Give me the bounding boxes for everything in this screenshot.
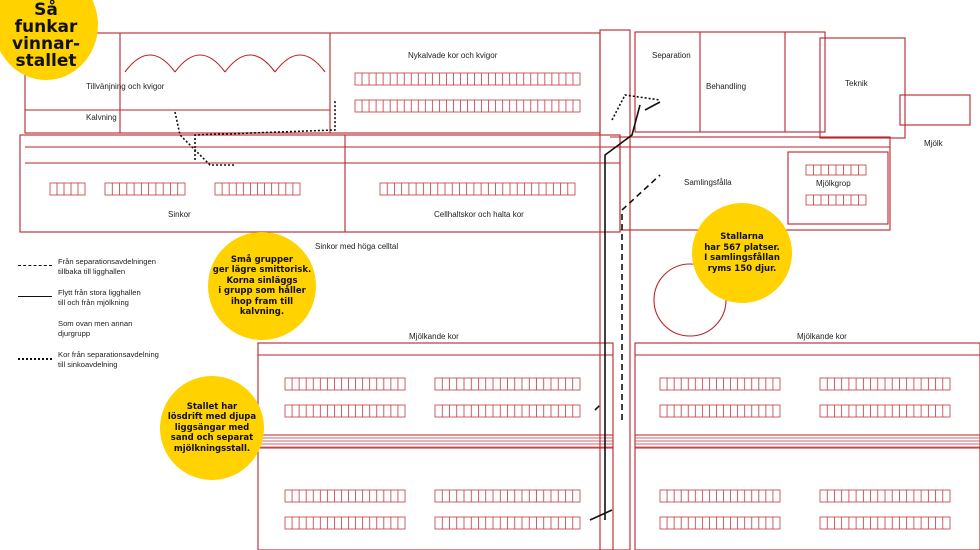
route-solid — [644, 101, 661, 111]
route-dotted — [174, 111, 235, 166]
room-label-samlingsfalla: Samlingsfålla — [684, 178, 732, 187]
stall-row — [659, 489, 781, 503]
callout-losdrift-text: Stallet har lösdrift med djupa liggsänga… — [167, 401, 257, 454]
legend-line-dashed — [18, 265, 52, 266]
room-label-mjolkgrop: Mjölkgrop — [816, 179, 851, 188]
callout-small-groups-text: Små grupper ger lägre smittorisk. Korna … — [212, 254, 312, 318]
stall-row — [284, 377, 406, 391]
building-wall — [787, 151, 889, 225]
building-wall — [19, 134, 621, 233]
room-label-mjolkande-right: Mjölkande kor — [797, 332, 847, 341]
building-wall — [899, 94, 971, 126]
route-legend: Från separationsavdelningen tillbaka til… — [18, 256, 218, 380]
room-label-mjolk: Mjölk — [924, 139, 943, 148]
legend-line-solid — [18, 296, 52, 297]
callout-small-groups: Små grupper ger lägre smittorisk. Korna … — [208, 232, 316, 340]
building-wall — [634, 342, 980, 550]
legend-text: Från separationsavdelningen tillbaka til… — [58, 257, 156, 276]
stall-row — [284, 404, 406, 418]
building-wall — [634, 31, 826, 133]
legend-text: Flytt från stora ligghallen till och frå… — [58, 288, 141, 307]
route-longdash — [594, 404, 601, 411]
arch — [124, 54, 176, 73]
stall-row — [49, 182, 86, 196]
legend-line-dotted — [18, 358, 52, 360]
room-label-cellhaltskor: Cellhaltskor och halta kor — [434, 210, 524, 219]
stall-row — [659, 404, 781, 418]
legend-text: Kor från separationsavdelning till sinko… — [58, 350, 159, 369]
stall-row — [659, 516, 781, 530]
building-wall — [257, 342, 614, 550]
room-label-teknik: Teknik — [845, 79, 868, 88]
room-label-nykalvade: Nykalvade kor och kvigor — [408, 51, 498, 60]
legend-item-solid: Flytt från stora ligghallen till och frå… — [18, 287, 218, 314]
callout-losdrift: Stallet har lösdrift med djupa liggsänga… — [160, 376, 264, 480]
arch — [174, 54, 226, 73]
stall-row — [284, 489, 406, 503]
route-solid — [604, 104, 641, 520]
route-solid — [589, 509, 613, 521]
room-label-sinkor: Sinkor — [168, 210, 191, 219]
route-dotted — [611, 94, 661, 121]
route-dashed — [621, 174, 661, 420]
arch — [224, 54, 276, 73]
building-wall — [819, 37, 906, 139]
building-wall — [599, 29, 631, 550]
room-label-behandling: Behandling — [706, 82, 747, 91]
callout-stallarna-text: Stallarna har 567 platser. I samlingsfål… — [704, 232, 780, 274]
stall-row — [659, 377, 781, 391]
room-label-separation: Separation — [652, 51, 691, 60]
room-label-mjolkande-left: Mjölkande kor — [409, 332, 459, 341]
route-dotted — [194, 100, 336, 160]
stall-row — [104, 182, 186, 196]
legend-item-dotted: Kor från separationsavdelning till sinko… — [18, 349, 218, 376]
legend-item-longdash: Som ovan men annan djurgrupp — [18, 318, 218, 345]
legend-item-dashed: Från separationsavdelningen tillbaka til… — [18, 256, 218, 283]
room-label-sinkor-celltal: Sinkor med höga celltal — [315, 242, 399, 251]
title-badge-text: Så funkar vinnar- stallet — [11, 0, 81, 71]
callout-stallarna: Stallarna har 567 platser. I samlingsfål… — [692, 203, 792, 303]
stall-row — [284, 516, 406, 530]
legend-text: Som ovan men annan djurgrupp — [58, 319, 133, 338]
room-label-kalvning: Kalvning — [86, 113, 117, 122]
stall-row — [379, 182, 576, 196]
arch — [274, 54, 326, 73]
room-label-tillvanjning: Tillvänjning och kvigor — [86, 82, 165, 91]
